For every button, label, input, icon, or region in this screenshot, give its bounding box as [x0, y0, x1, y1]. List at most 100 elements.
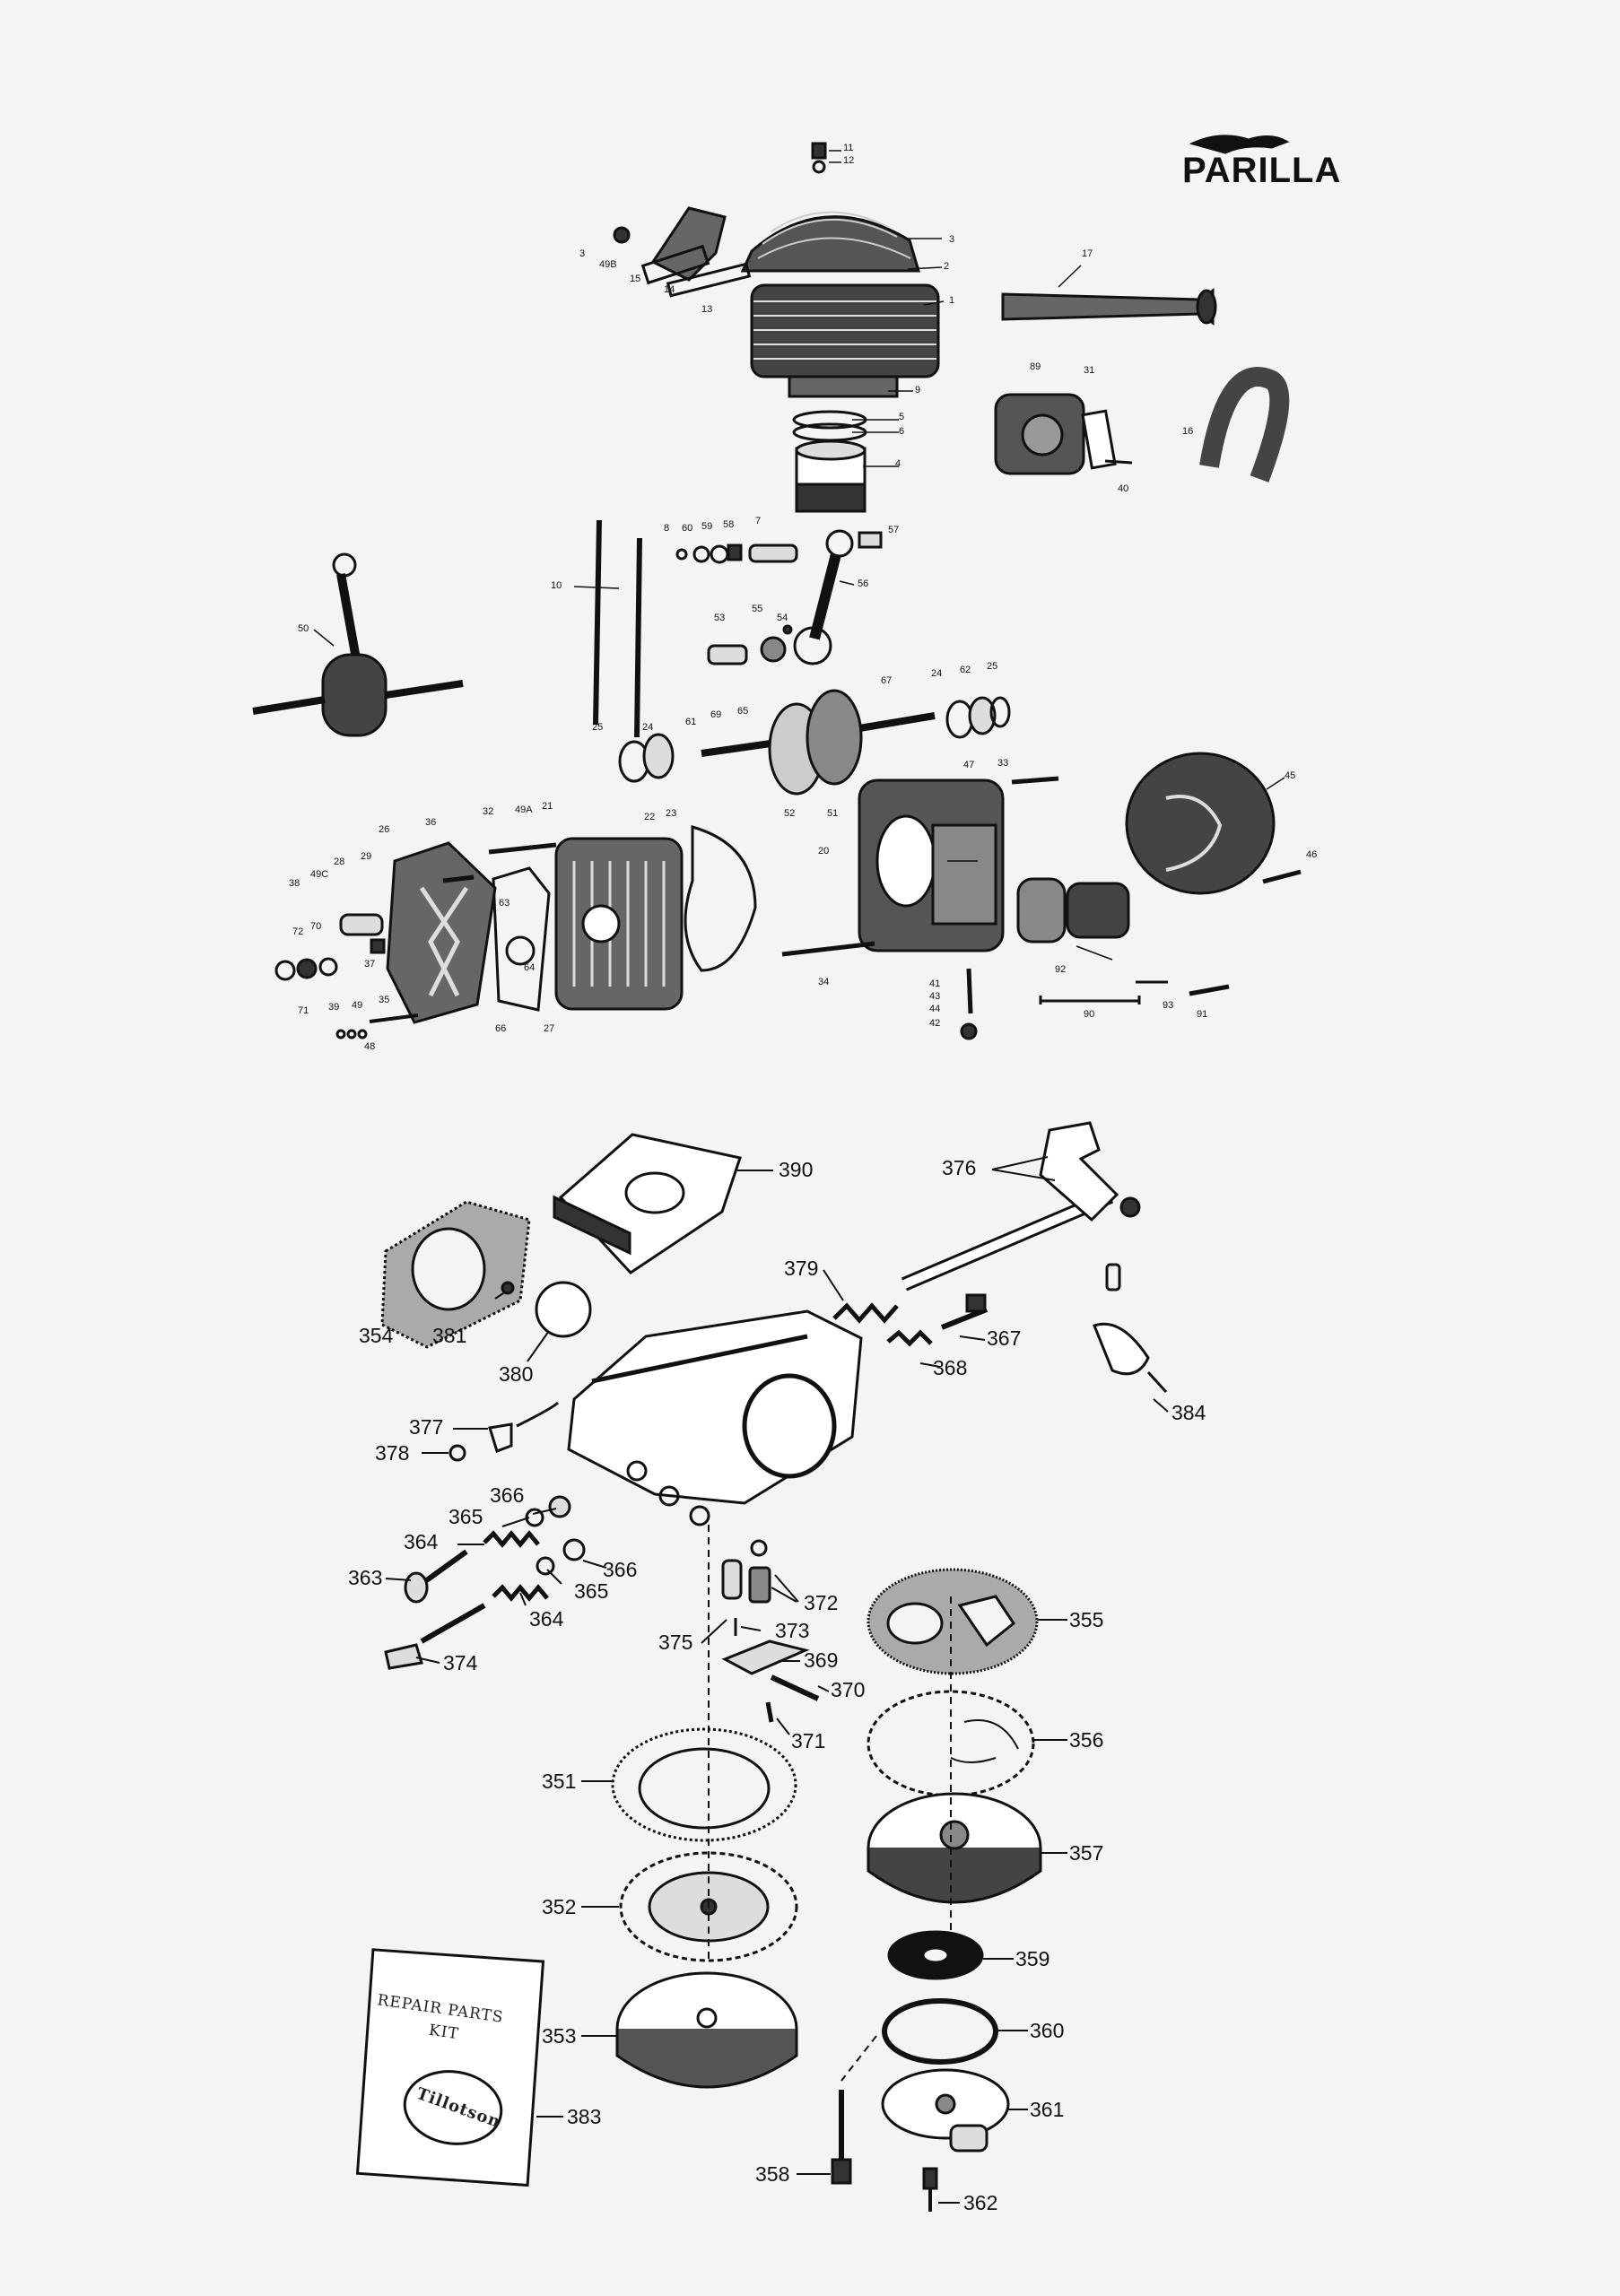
part-label: 51	[827, 808, 839, 819]
retainer-ring	[882, 1998, 998, 2065]
part-label: 20	[818, 846, 830, 857]
part-label: 67	[881, 675, 893, 686]
part-label: 15	[630, 274, 641, 284]
part-label: 8	[664, 523, 670, 534]
check-diaphragm	[887, 1930, 984, 1980]
part-label: 9	[915, 385, 921, 396]
piston-pin-parts	[675, 544, 798, 564]
crankcase-gasket	[684, 825, 757, 972]
part-label: 35	[379, 995, 390, 1005]
part-label: 90	[1084, 1009, 1095, 1020]
part-label: 367	[987, 1326, 1022, 1350]
long-body-screw	[831, 2090, 852, 2185]
choke-lever	[1093, 1263, 1168, 1394]
part-label: 362	[963, 2191, 998, 2214]
part-label: 71	[298, 1005, 309, 1016]
part-label: 89	[1030, 361, 1041, 372]
part-label: 72	[292, 926, 304, 937]
part-label: 370	[831, 1678, 866, 1701]
part-label: 32	[483, 806, 494, 817]
part-label: 93	[1163, 1000, 1174, 1011]
part-label: 59	[701, 521, 713, 532]
part-label: 60	[682, 523, 693, 534]
part-label: 31	[1084, 365, 1095, 376]
part-label: 14	[664, 284, 675, 295]
part-label: 373	[775, 1619, 810, 1642]
part-label: 69	[710, 709, 722, 720]
piston-assembly	[792, 410, 867, 513]
part-label: 62	[960, 665, 971, 675]
part-label: 352	[542, 1895, 577, 1918]
part-label: 47	[963, 760, 975, 770]
part-label: 45	[1285, 770, 1296, 781]
part-label: 21	[542, 801, 553, 812]
cylinder-studs	[593, 519, 642, 738]
part-label: 25	[592, 722, 604, 733]
part-label: 381	[432, 1324, 467, 1347]
part-label: 364	[529, 1607, 564, 1631]
part-label: 27	[544, 1023, 555, 1034]
part-label: 56	[858, 578, 869, 589]
part-label: 372	[804, 1591, 839, 1614]
part-label: 25	[987, 661, 998, 672]
part-label: 383	[567, 2105, 602, 2128]
part-label: 351	[542, 1770, 577, 1793]
part-label: 24	[642, 722, 654, 733]
part-label: 16	[1182, 426, 1194, 437]
part-label: 49A	[515, 804, 533, 815]
part-label: 12	[843, 155, 855, 166]
throttle-plate	[535, 1281, 592, 1338]
part-label: 366	[490, 1483, 525, 1507]
part-label: 7	[755, 516, 762, 526]
part-label: 53	[714, 613, 726, 623]
part-label: 33	[997, 758, 1009, 769]
part-label: 38	[289, 878, 300, 889]
part-label: 48	[364, 1041, 376, 1052]
stator	[1016, 877, 1168, 1004]
part-label: 61	[685, 717, 697, 727]
part-label: 24	[931, 668, 943, 679]
tillotson-logo-icon	[403, 2070, 503, 2145]
part-label: 92	[1055, 964, 1067, 975]
part-label: 50	[298, 623, 309, 634]
part-label: 368	[933, 1356, 968, 1379]
part-label: 65	[737, 706, 749, 717]
part-label: 360	[1030, 2019, 1065, 2042]
part-label: 378	[375, 1441, 410, 1465]
part-label: 354	[359, 1324, 394, 1347]
part-label: 22	[644, 812, 656, 822]
part-label: 23	[666, 808, 677, 819]
part-label: 380	[499, 1362, 534, 1386]
part-label: 39	[328, 1002, 340, 1013]
carburetor-main-body	[567, 1309, 863, 1526]
crankshaft-halves	[618, 689, 1011, 796]
crankcase-right	[781, 778, 1005, 957]
part-label: 3	[579, 248, 586, 259]
part-label: 54	[777, 613, 788, 623]
part-label: 55	[752, 604, 763, 614]
alignment-dash-lines	[708, 1525, 952, 2082]
part-label: 371	[791, 1729, 826, 1752]
part-label: 374	[443, 1651, 478, 1674]
part-label: 358	[755, 2162, 790, 2186]
part-label: 4	[895, 458, 901, 469]
part-label: 70	[310, 921, 322, 932]
part-label: 91	[1197, 1009, 1208, 1020]
throttle-plate-screw-icon	[501, 1281, 515, 1295]
part-label: 46	[1306, 849, 1318, 860]
part-label: 366	[603, 1558, 638, 1581]
part-label: 37	[364, 959, 376, 970]
clutch-cover	[386, 841, 497, 1024]
part-label: 13	[701, 304, 713, 315]
throttle-shaft	[901, 1121, 1141, 1292]
part-label: 356	[1069, 1728, 1104, 1752]
part-label: 41	[929, 978, 941, 989]
part-label: 49	[352, 1000, 363, 1011]
part-label: 34	[818, 977, 830, 987]
throttle-springs	[832, 1293, 989, 1347]
repair-kit-card	[355, 1948, 545, 2187]
carb-leader-lines	[385, 1156, 1169, 2204]
part-label: 390	[779, 1158, 814, 1181]
